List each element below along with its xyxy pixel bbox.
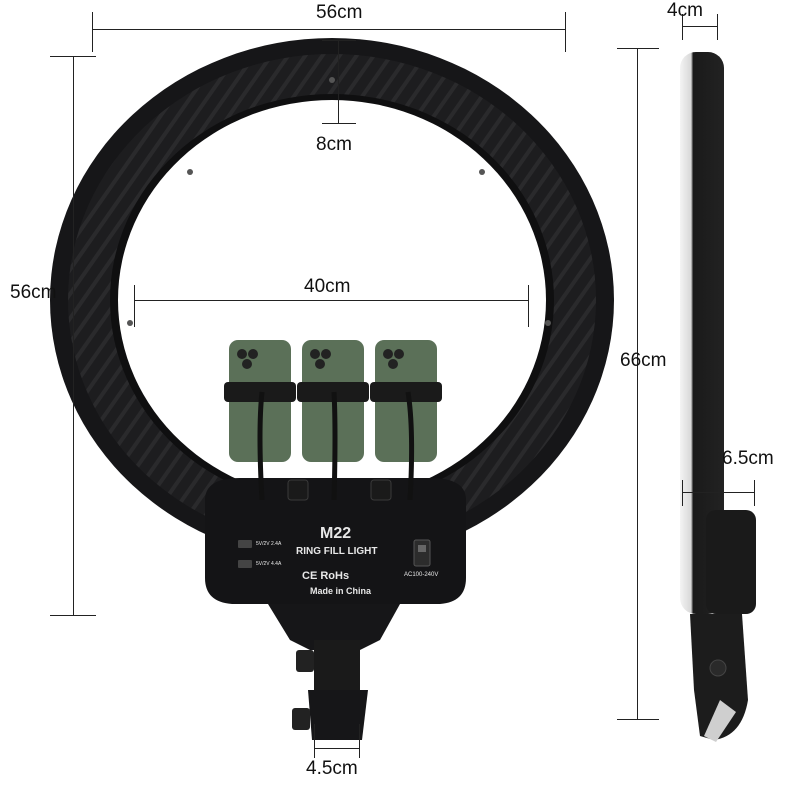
dimension-tick (617, 719, 659, 720)
phone-holders (224, 340, 442, 501)
dimension-tick (617, 48, 659, 49)
dimension-tick (682, 14, 683, 40)
ring-height-label: 56cm (10, 282, 57, 303)
origin-label: Made in China (310, 586, 372, 596)
inner-diameter-dimension-line (134, 300, 528, 301)
total-height-label: 66cm (620, 350, 667, 371)
dimension-tick (314, 724, 315, 758)
dimmer-knobs (287, 479, 392, 501)
power-rating-label: AC100-240V (404, 572, 439, 578)
dimension-tick (359, 724, 360, 758)
control-box (205, 478, 466, 604)
dimension-tick (322, 40, 356, 41)
mount-width-dimension-line (314, 748, 360, 749)
band-width-dimension-line (338, 40, 339, 124)
dimension-tick (134, 285, 135, 327)
band-width-label: 8cm (316, 134, 352, 155)
stand-mount (268, 604, 400, 740)
side-thickness-dimension-line (682, 26, 718, 27)
dimension-tick (528, 285, 529, 327)
product-name-label: RING FILL LIGHT (296, 546, 378, 557)
usb-port-1-label: 5V/2V 2.4A (256, 541, 282, 547)
ring-height-dimension-line (73, 56, 74, 616)
dimension-tick (754, 480, 755, 506)
side-thickness-label: 4cm (667, 0, 703, 21)
certification-label: CE RoHs (302, 570, 350, 582)
base-depth-label: 6.5cm (722, 448, 774, 469)
dimension-tick (50, 56, 96, 57)
dimension-tick (565, 12, 566, 52)
total-height-dimension-line (637, 48, 638, 720)
dimension-tick (50, 615, 96, 616)
mount-width-label: 4.5cm (306, 758, 358, 779)
dimension-tick (322, 123, 356, 124)
base-depth-dimension-line (682, 492, 754, 493)
inner-diameter-label: 40cm (304, 276, 351, 297)
dimension-tick (717, 14, 718, 40)
model-label: M22 (320, 525, 352, 542)
ring-width-label: 56cm (316, 2, 363, 23)
usb-port-2-label: 5V/2V 4.4A (256, 561, 282, 567)
ring-width-dimension-line (92, 29, 566, 30)
dimension-tick (92, 12, 93, 52)
dimension-tick (682, 480, 683, 506)
side-view (680, 52, 756, 742)
